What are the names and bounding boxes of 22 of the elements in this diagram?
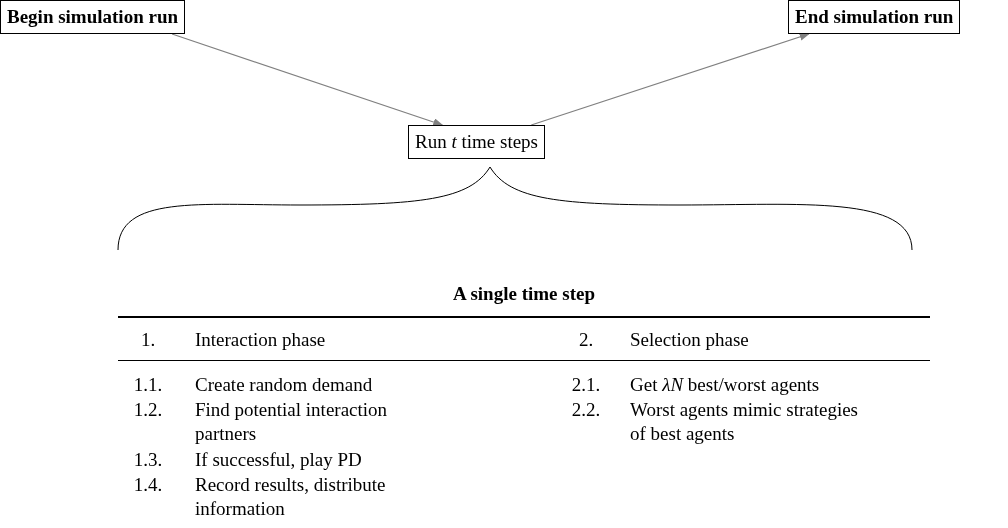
- process-box: Run t time steps: [408, 125, 545, 159]
- step-number: 1.3.: [133, 448, 163, 472]
- arrow: [171, 33, 444, 126]
- step-text: Record results, distribute information: [195, 473, 387, 521]
- step-number: 1.2.: [133, 398, 163, 422]
- step-text: If successful, play PD: [195, 448, 362, 472]
- column-heading: Selection phase: [630, 328, 749, 352]
- phase-number: 1.: [140, 328, 156, 352]
- step-number: 2.2.: [571, 398, 601, 422]
- step-number: 1.1.: [133, 373, 163, 397]
- arrow: [530, 33, 810, 126]
- column-heading: Interaction phase: [195, 328, 326, 352]
- step-text: Create random demand: [195, 373, 373, 397]
- step-text: Find potential interaction partners: [195, 398, 389, 446]
- step-number: 1.4.: [133, 473, 163, 497]
- step-text: Get λN best/worst agents: [630, 373, 820, 397]
- start-box: Begin simulation run: [0, 0, 186, 34]
- table-title: A single time step: [452, 282, 596, 306]
- end-box: End simulation run: [788, 0, 961, 34]
- step-number: 2.1.: [571, 373, 601, 397]
- step-text: Worst agents mimic strategies of best agents: [630, 398, 859, 446]
- phase-number: 2.: [578, 328, 594, 352]
